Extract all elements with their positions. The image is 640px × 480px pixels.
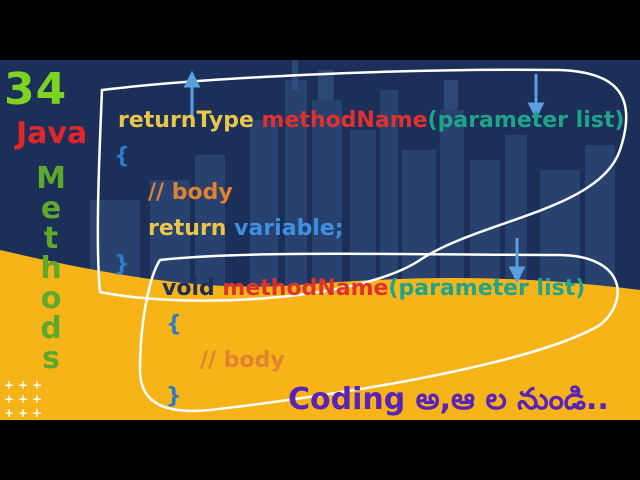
episode-number: 34	[4, 64, 68, 115]
parameter-list: (parameter list)	[427, 108, 625, 133]
body-comment-1: // body	[148, 180, 233, 205]
parameter-list-2: (parameter list)	[388, 276, 586, 301]
close-brace-1: }	[114, 252, 130, 277]
method-name: methodName	[261, 108, 428, 133]
city-background	[0, 60, 640, 420]
topic-vertical-text: M e t h o d s	[34, 164, 68, 374]
topic-letter: h	[40, 251, 62, 286]
close-brace-2: }	[166, 384, 182, 409]
open-brace-1: {	[114, 144, 130, 169]
return-keyword: return	[148, 216, 227, 241]
method-signature-1: returnType methodName(parameter list)	[118, 108, 624, 133]
topic-letter: o	[40, 281, 62, 316]
topic-letter: M	[36, 161, 66, 196]
method-signature-2: void methodName(parameter list)	[162, 276, 585, 301]
open-brace-2: {	[166, 312, 182, 337]
method-name-2: methodName	[222, 276, 389, 301]
return-statement: return variable;	[148, 216, 344, 241]
body-comment-2: // body	[200, 348, 285, 373]
topic-letter: e	[40, 191, 62, 226]
hand-drawn-outline	[96, 68, 628, 413]
return-variable: variable;	[234, 216, 344, 241]
topic-letter: d	[40, 311, 62, 346]
return-type-keyword: returnType	[118, 108, 254, 133]
thumbnail-frame: returnType methodName(parameter list) { …	[0, 60, 640, 420]
language-label: Java	[16, 116, 88, 151]
void-keyword: void	[162, 276, 215, 301]
topic-letter: s	[42, 341, 60, 376]
topic-letter: t	[43, 221, 59, 256]
tagline: Coding అ,ఆ ల నుండి..	[288, 382, 609, 417]
